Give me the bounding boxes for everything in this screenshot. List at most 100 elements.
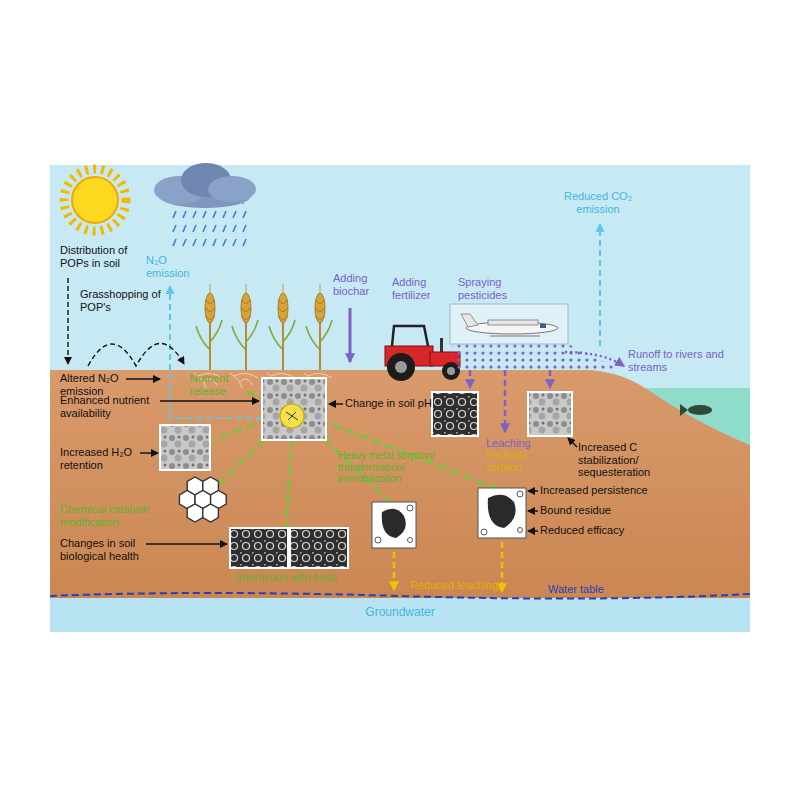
soil-ph-marker <box>280 404 304 428</box>
heavy-metal-particle <box>407 505 413 511</box>
soil-ph-marker <box>286 412 298 420</box>
callout-arrows <box>140 452 158 453</box>
crop-duster <box>540 324 546 328</box>
pesticide-particle <box>481 529 487 535</box>
tractor <box>392 326 428 346</box>
crop-duster <box>490 336 540 337</box>
pesticide-particle <box>488 495 516 528</box>
grasshopping-arcs <box>88 343 184 366</box>
callout-arrows <box>126 378 160 379</box>
fish <box>680 404 688 416</box>
co2-arrow <box>599 224 601 346</box>
crop-duster <box>461 314 478 327</box>
pesticide-particle <box>478 488 526 538</box>
annotation-label: Increased H₂O retention <box>60 446 145 471</box>
annotation-label: Chemical catalyst/ modification <box>60 503 168 528</box>
annotation-label: Bound residue <box>540 504 665 517</box>
groundwater-band <box>50 598 750 632</box>
n2o-arrow <box>170 286 262 418</box>
annotation-label: Heavy metal sorption/ transformation/ im… <box>338 450 450 485</box>
tractor <box>385 326 460 381</box>
annotation-label: Reduced CO₂ emission <box>552 190 644 215</box>
annotation-label: Grasshopping of POP's <box>80 288 165 313</box>
pesticide-particle <box>518 528 523 533</box>
annotation-label: Distribution of POPs in soil <box>60 244 150 269</box>
tractor <box>395 361 407 373</box>
heavy-metal-particle <box>382 509 406 538</box>
annotation-label: Change in soil pH <box>345 397 440 410</box>
tractor <box>387 353 415 381</box>
pops-arrow <box>67 278 68 364</box>
biota-micrograph <box>290 528 348 568</box>
rain-cloud <box>154 163 256 249</box>
callout-arrows <box>160 400 259 401</box>
crop-duster <box>450 304 568 344</box>
river <box>600 388 750 445</box>
graphene-hexagons <box>179 477 226 522</box>
annotation-label: Altered N₂O emission <box>60 372 135 397</box>
annotation-label: N₂O emission <box>146 254 201 279</box>
annotation-label: Water table <box>548 583 628 596</box>
biochar-effect-lines <box>208 390 496 528</box>
callout-arrows <box>146 543 227 544</box>
annotation-label: Reduced leaching <box>410 579 515 592</box>
reduced-leaching-arrows <box>393 552 396 590</box>
callout-arrows <box>528 530 538 531</box>
biota-micrograph <box>230 528 288 568</box>
rain-cloud <box>168 203 248 249</box>
soil <box>50 370 750 632</box>
annotation-label: Groundwater <box>345 606 455 620</box>
reduced-leaching-arrows <box>501 542 504 592</box>
callout-arrows <box>329 403 343 404</box>
annotation-label: Adding fertilizer <box>392 276 450 301</box>
water-retention-image <box>160 425 210 470</box>
annotation-label: Changes in soil biological health <box>60 537 172 562</box>
annotation-label: Adding biochar <box>333 272 383 297</box>
annotation-label: Runoff to rivers and streams <box>628 348 736 373</box>
pesticide-particle <box>517 491 523 497</box>
annotation-label: Increased persistence <box>540 484 665 497</box>
fish <box>680 404 712 416</box>
annotation-label: Reduced efficacy <box>540 524 665 537</box>
wheat-plant <box>194 284 222 388</box>
reduced-leaching-arrows <box>394 542 502 592</box>
water-table-line <box>50 593 750 599</box>
graphene-hexagons <box>203 504 219 522</box>
callout-arrows <box>126 379 577 544</box>
heavy-metal-particle <box>372 502 416 548</box>
annotation-label: Enhanced nutrient availability <box>60 394 172 419</box>
biochar-particle <box>262 378 326 440</box>
callout-arrows <box>528 510 538 511</box>
graphene-hexagons <box>187 504 203 522</box>
rain-cloud <box>208 176 256 202</box>
soil-ph-marker <box>280 404 304 428</box>
annotation-label: Increased C stabilization/ sequesteratio… <box>578 441 700 479</box>
leaching-arrows <box>469 370 472 388</box>
annotation-label: Leaching <box>486 437 546 450</box>
annotation-label: Interaction with biota <box>236 571 361 584</box>
carbon-particle <box>528 392 572 436</box>
crop-duster <box>450 304 568 344</box>
tractor <box>440 338 443 352</box>
runoff-arrow <box>565 352 624 366</box>
leaching-arrows <box>549 370 552 388</box>
wheat-plant <box>267 284 295 388</box>
callout-arrows <box>528 490 538 491</box>
sky <box>50 165 750 632</box>
sun <box>64 169 126 231</box>
wheat-plant <box>230 284 258 388</box>
heavy-metal-particle <box>375 537 381 543</box>
sun <box>64 169 126 231</box>
wheat-plant <box>304 284 332 388</box>
heavy-metal-particle <box>408 538 413 543</box>
leaching-arrows <box>504 370 507 432</box>
biochar-arrow <box>349 308 352 362</box>
pesticide-particle <box>478 488 526 538</box>
annotation-label: Spraying pesticides <box>458 276 522 301</box>
annotation-label: Nutrient release <box>190 372 248 397</box>
crop-duster <box>488 320 538 325</box>
annotation-label: Pesticide sorption <box>486 450 546 473</box>
